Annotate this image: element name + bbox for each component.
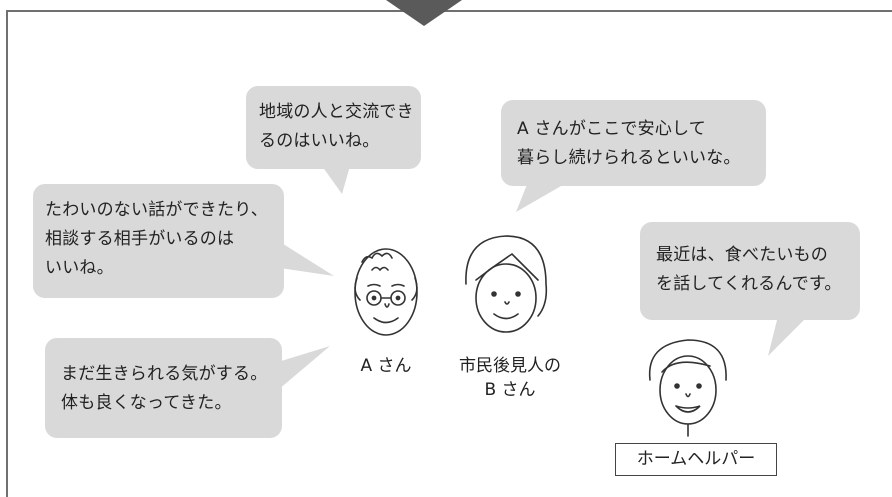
community-text: 地域の人と交流でき るのはいいね。 <box>259 102 414 151</box>
b-san-face-icon <box>465 235 548 333</box>
chat-text: たわいのない話ができたり、 相談する相手がいるのは いいね。 <box>45 200 268 278</box>
b-san-hope-text: A さんがここで安心して 暮らし続けられるといいな。 <box>517 119 741 168</box>
speech-bubble-community <box>246 86 421 194</box>
speech-bubble-b-san <box>501 100 766 212</box>
alive-text: まだ生きられる気がする。 体も良くなってきた。 <box>61 364 268 413</box>
b-san-label: 市民後見人の B さん <box>459 356 561 400</box>
home-helper-label: ホームヘルパー <box>615 443 777 476</box>
helper-says-text: 最近は、食べたいもの を話してくれるんです。 <box>656 245 842 294</box>
home-helper-face-icon <box>648 339 727 437</box>
down-arrow-icon <box>386 0 462 26</box>
speech-bubble-alive <box>45 338 330 438</box>
speech-bubble-chat <box>33 184 334 298</box>
speech-bubble-helper <box>640 222 860 356</box>
a-san-label: A さん <box>360 356 412 376</box>
a-san-face-icon <box>354 248 418 336</box>
